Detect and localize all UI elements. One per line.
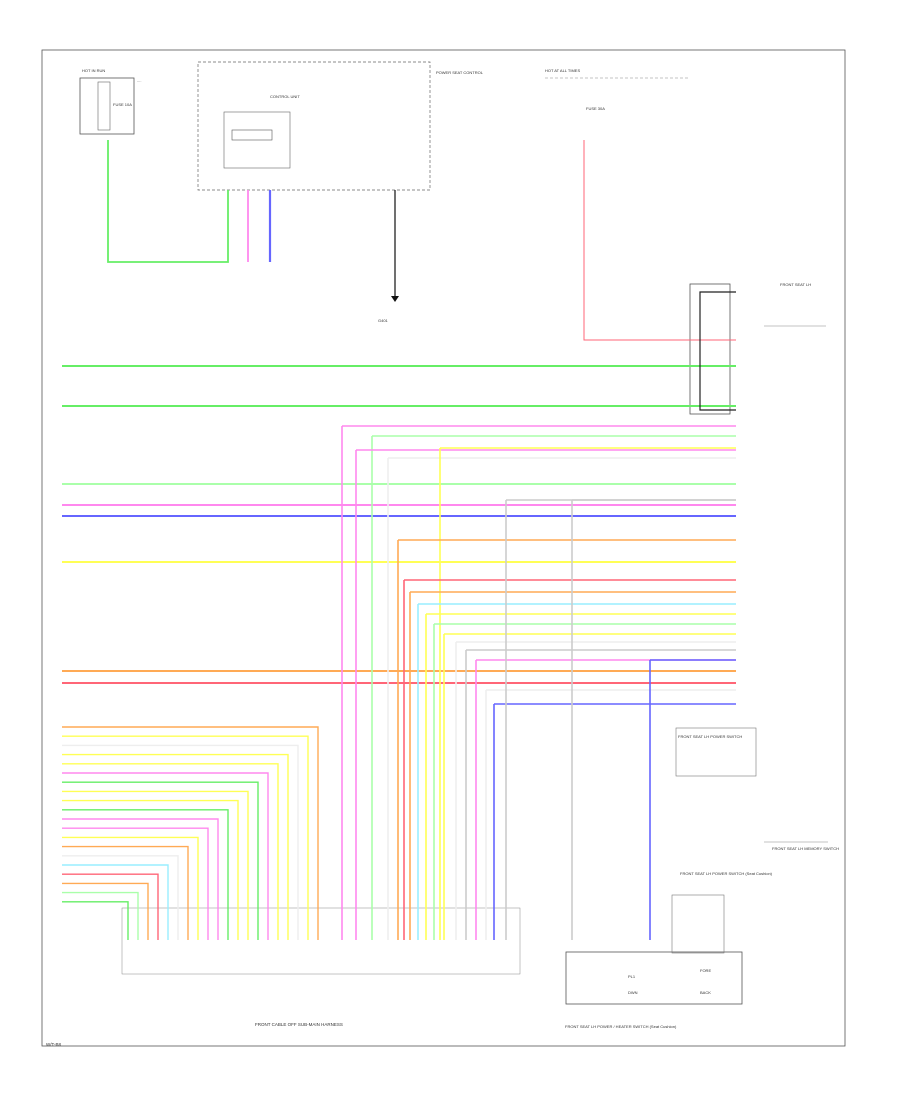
right-panel2-title: FRONT SEAT LH MEMORY SWITCH (772, 846, 839, 851)
bottom-right-label: FRONT SEAT LH POWER / HEATER SWITCH (Sea… (565, 1024, 677, 1029)
wire-stair-2 (62, 735, 309, 940)
wire-stair-14 (62, 845, 189, 940)
wire-stair-13 (62, 836, 199, 940)
wire-stair-5 (62, 763, 279, 940)
wire-group (62, 140, 736, 940)
control-unit-title: CONTROL UNIT (270, 94, 300, 99)
fuse2-header-text: HOT AT ALL TIMES (545, 68, 580, 73)
memory-switch-panel: FRONT SEAT LH POWER SWITCH FRONT SEAT LH… (675, 727, 839, 851)
switch-terminal-3: FORE (700, 968, 711, 973)
wire-grn-feed (107, 140, 229, 263)
control-unit-side: POWER SEAT CONTROL (436, 70, 484, 75)
wire-stair-4 (62, 753, 289, 940)
fuse-header-text: HOT IN RUN (82, 68, 105, 73)
diagram-frame (41, 49, 846, 1047)
switch-terminal-2: DWN (628, 990, 638, 995)
connector-note: FRONT SEAT LH (780, 282, 811, 287)
bottom-connector-label: FRONT CABLE OFF SUB-MAIN HARNESS (255, 1022, 343, 1027)
fuse-block-top-right: HOT AT ALL TIMES FUSE 30A (545, 68, 690, 111)
wire-stair-17 (62, 873, 159, 940)
wire-stair-9 (62, 799, 239, 940)
wire-stair-7 (62, 781, 259, 940)
wire-stair-8 (62, 790, 249, 940)
footer-code: W/T-B8 (46, 1042, 61, 1047)
connector-panel-right: FRONT SEAT LH (689, 282, 826, 415)
switch-box: PL1 DWN FORE BACK FRONT SEAT LH POWER SW… (565, 871, 773, 1005)
ground-symbol: G401 (378, 190, 399, 323)
wire-blk-loop (699, 291, 736, 411)
fuse-block-top-left: HOT IN RUN FUSE 10A .... (79, 68, 141, 135)
bottom-connector-block (121, 907, 521, 975)
wire-stair-16 (62, 864, 169, 940)
wire-stair-3 (62, 744, 299, 940)
fuse-detail-text: FUSE 10A (113, 102, 132, 107)
svg-text:....: .... (137, 78, 141, 83)
switch-caption: FRONT SEAT LH POWER SWITCH (Seat Cushion… (680, 871, 773, 876)
switch-terminal-4: BACK (700, 990, 711, 995)
wire-stair-1 (62, 726, 319, 940)
switch-terminal-1: PL1 (628, 974, 636, 979)
right-panel-title: FRONT SEAT LH POWER SWITCH (678, 734, 742, 739)
wire-red-feed (583, 140, 736, 341)
wire-stair-6 (62, 772, 269, 940)
fuse2-detail-text: FUSE 30A (586, 106, 605, 111)
wire-stair-20 (62, 901, 129, 940)
control-unit: CONTROL UNIT POWER SEAT CONTROL (197, 61, 484, 191)
wire-stair-18 (62, 882, 149, 940)
wire-stair-12 (62, 827, 209, 940)
ground-label: G401 (378, 318, 389, 323)
wire-stair-15 (62, 855, 179, 940)
wire-stair-11 (62, 818, 219, 940)
wire-stair-10 (62, 809, 229, 940)
wire-stair-19 (62, 891, 139, 940)
